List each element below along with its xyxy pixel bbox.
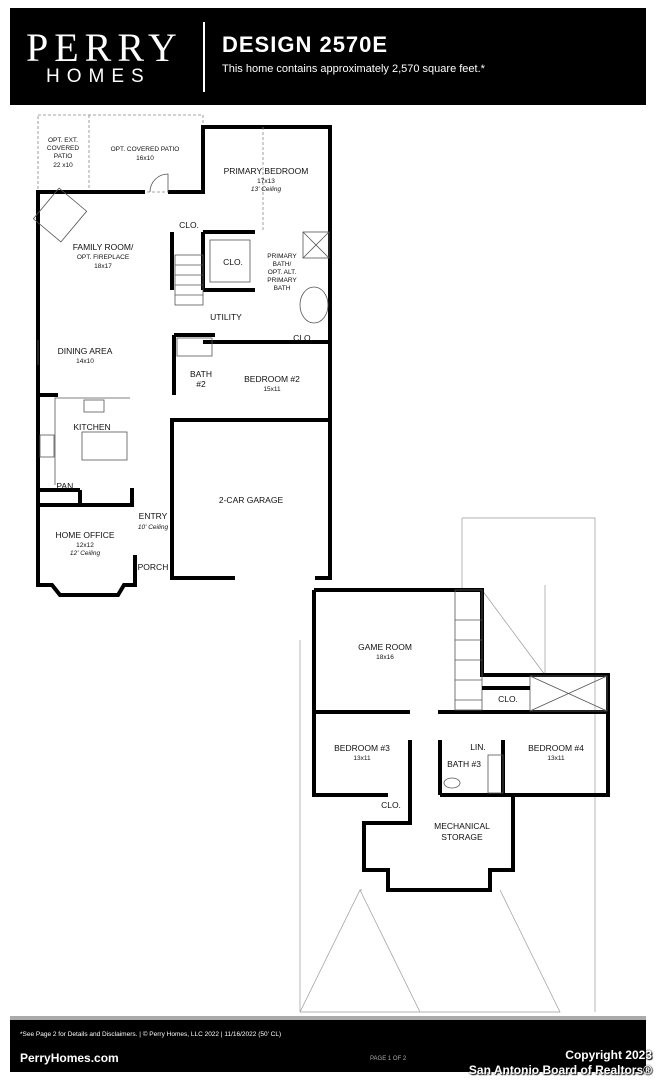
covered-patio-label: OPT. COVERED PATIO: [111, 146, 180, 153]
brand-logo-homes: HOMES: [46, 66, 151, 87]
footer-rule: [10, 1016, 646, 1020]
bedroom3-size: 13x11: [353, 755, 371, 762]
ext-patio-label-2: COVERED: [47, 145, 79, 152]
kitchen-label: KITCHEN: [73, 422, 110, 432]
bedroom2-size: 15x11: [263, 386, 281, 393]
bedroom4-size: 13x11: [547, 755, 565, 762]
mechanical-label-1: MECHANICAL: [434, 821, 490, 831]
header-divider: [203, 22, 205, 92]
primary-bedroom-size: 17x13: [257, 178, 275, 185]
covered-patio-size: 16x10: [136, 155, 154, 162]
entry-ceiling: 10' Ceiling: [138, 524, 169, 531]
first-floor-walls: [36, 125, 332, 597]
upper-closet-label: CLO.: [498, 694, 518, 704]
home-office-ceiling: 12' Ceiling: [70, 550, 101, 557]
bedroom2-label: BEDROOM #2: [244, 374, 300, 384]
first-floor-fixtures: [32, 127, 330, 485]
brand-logo-perry: PERRY: [26, 25, 183, 70]
staircase: [174, 254, 204, 306]
primary-bedroom-label: PRIMARY BEDROOM: [224, 166, 309, 176]
family-room-label: FAMILY ROOM/: [73, 242, 134, 252]
website-link[interactable]: PerryHomes.com: [20, 1051, 119, 1065]
bedroom2-closet-label: CLO.: [293, 333, 313, 343]
game-room-size: 18x16: [376, 654, 394, 661]
bedroom4-label: BEDROOM #4: [528, 743, 584, 753]
upper-staircase: [455, 619, 482, 701]
first-floor-labels: OPT. EXT. COVERED PATIO 22 x10 OPT. COVE…: [47, 137, 313, 572]
page-number: PAGE 1 OF 2: [370, 1056, 407, 1062]
primary-bath-label-5: BATH: [274, 285, 291, 292]
ext-patio-size: 22 x10: [53, 162, 73, 169]
watermark-line-1: Copyright 2023: [565, 1048, 652, 1062]
dining-size: 14x10: [76, 358, 94, 365]
mechanical-label-2: STORAGE: [441, 832, 483, 842]
design-subtitle: This home contains approximately 2,570 s…: [222, 63, 485, 75]
entry-label: ENTRY: [139, 511, 168, 521]
game-room-label: GAME ROOM: [358, 642, 412, 652]
bedroom3-closet-label: CLO.: [381, 800, 401, 810]
disclaimer-text: *See Page 2 for Details and Disclaimers.…: [20, 1031, 282, 1038]
home-office-size: 12x12: [76, 542, 94, 549]
roof-outline: [299, 517, 596, 1013]
bath2-label-1: BATH: [190, 369, 212, 379]
copyright-watermark: Copyright 2023 San Antonio Board of Real…: [469, 1048, 652, 1078]
bedroom3-label: BEDROOM #3: [334, 743, 390, 753]
linen-label: LIN.: [470, 742, 486, 752]
ext-patio-label-3: PATIO: [54, 153, 73, 160]
closet-label: CLO.: [179, 220, 199, 230]
design-title: DESIGN 2570E: [222, 32, 389, 57]
family-room-size: 18x17: [94, 263, 112, 270]
bath3-label: BATH #3: [447, 759, 481, 769]
bath2-label-2: #2: [196, 379, 206, 389]
primary-bath-label-3: OPT. ALT.: [268, 269, 297, 276]
primary-closet-label: CLO.: [223, 257, 243, 267]
primary-bath-label-1: PRIMARY: [267, 253, 297, 260]
primary-bath-label-2: BATH/: [273, 261, 292, 268]
family-room-sub: OPT. FIREPLACE: [77, 254, 130, 261]
primary-bath-label-4: PRIMARY: [267, 277, 297, 284]
porch-label: PORCH: [138, 562, 169, 572]
second-floor-walls: [312, 588, 610, 892]
dining-label: DINING AREA: [58, 346, 113, 356]
watermark-line-2: San Antonio Board of Realtors®: [468, 1063, 652, 1077]
header-banner: PERRY HOMES DESIGN 2570E This home conta…: [10, 8, 646, 105]
pantry-label: PAN.: [56, 481, 75, 491]
patio-outline: [37, 114, 204, 193]
utility-label: UTILITY: [210, 312, 242, 322]
footer-banner: *See Page 2 for Details and Disclaimers.…: [10, 1020, 646, 1072]
ext-patio-label-1: OPT. EXT.: [48, 137, 78, 144]
primary-bedroom-ceiling: 13' Ceiling: [251, 186, 282, 193]
second-floor-labels: GAME ROOM 18x16 CLO. BEDROOM #3 13x11 LI…: [334, 642, 584, 842]
garage-label: 2-CAR GARAGE: [219, 495, 284, 505]
home-office-label: HOME OFFICE: [55, 530, 114, 540]
